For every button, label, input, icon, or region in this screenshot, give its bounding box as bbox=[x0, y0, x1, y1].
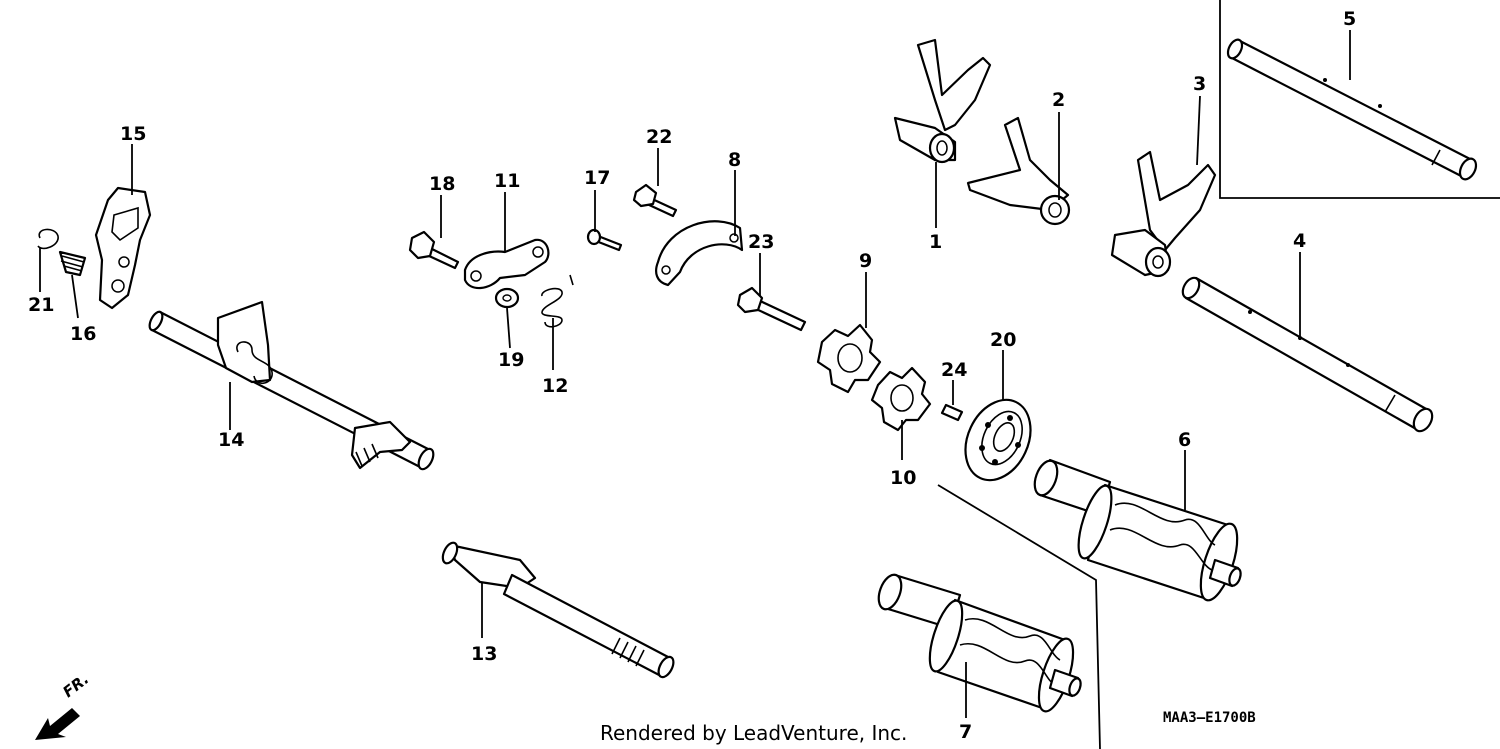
diagram-code: MAA3–E1700B bbox=[1163, 710, 1256, 726]
part-24-pin[interactable] bbox=[940, 403, 964, 422]
inset-frame-5 bbox=[1219, 0, 1500, 199]
front-indicator: FR. bbox=[35, 670, 92, 740]
callout-1: 1 bbox=[929, 231, 942, 253]
callout-16: 16 bbox=[70, 323, 96, 345]
callout-3: 3 bbox=[1193, 73, 1206, 95]
callout-13: 13 bbox=[471, 643, 497, 665]
callout-19: 19 bbox=[498, 349, 524, 371]
front-arrow-icon bbox=[35, 708, 80, 740]
callout-23: 23 bbox=[748, 231, 774, 253]
part-8-plate[interactable] bbox=[655, 220, 744, 287]
part-2-shift-fork[interactable] bbox=[966, 116, 1071, 226]
part-19-washer[interactable] bbox=[494, 287, 520, 309]
part-4-fork-shaft[interactable] bbox=[1179, 275, 1435, 434]
part-6-shift-drum[interactable] bbox=[1030, 458, 1244, 605]
leader-lines bbox=[39, 30, 1351, 718]
callout-24: 24 bbox=[941, 359, 967, 381]
callout-10: 10 bbox=[890, 467, 916, 489]
callout-12: 12 bbox=[542, 375, 568, 397]
credit-text: Rendered by LeadVenture, Inc. bbox=[600, 721, 907, 745]
part-13-shift-shaft[interactable] bbox=[440, 540, 677, 679]
part-22-bolt[interactable] bbox=[632, 183, 678, 218]
part-17-screw[interactable] bbox=[586, 228, 623, 252]
part-1-shift-fork[interactable] bbox=[893, 38, 992, 164]
callout-5: 5 bbox=[1343, 8, 1356, 30]
callout-18: 18 bbox=[429, 173, 455, 195]
callout-17: 17 bbox=[584, 167, 610, 189]
callout-labels: 1 2 3 4 5 6 7 8 9 10 11 12 13 14 15 16 1… bbox=[28, 8, 1356, 743]
part-5-fork-shaft[interactable] bbox=[1225, 37, 1479, 182]
callout-2: 2 bbox=[1052, 89, 1065, 111]
callout-22: 22 bbox=[646, 126, 672, 148]
callout-9: 9 bbox=[859, 250, 872, 272]
front-label: FR. bbox=[59, 670, 92, 701]
part-18-bolt[interactable] bbox=[408, 230, 460, 270]
part-23-bolt[interactable] bbox=[736, 286, 807, 332]
part-20-bearing[interactable] bbox=[953, 389, 1043, 490]
callout-15: 15 bbox=[120, 123, 146, 145]
part-16-spring[interactable] bbox=[58, 250, 87, 277]
part-21-clip[interactable] bbox=[37, 228, 59, 250]
part-7-shift-drum[interactable] bbox=[874, 572, 1082, 715]
inset-frame-7 bbox=[937, 484, 1101, 749]
part-15-plate[interactable] bbox=[94, 186, 152, 310]
callout-14: 14 bbox=[218, 429, 244, 451]
callout-7: 7 bbox=[959, 721, 972, 743]
callout-4: 4 bbox=[1293, 230, 1306, 252]
part-12-spring[interactable] bbox=[541, 274, 574, 328]
part-14-gearshift-spindle[interactable] bbox=[147, 300, 436, 472]
callout-20: 20 bbox=[990, 329, 1016, 351]
callout-6: 6 bbox=[1178, 429, 1191, 451]
part-3-shift-fork[interactable] bbox=[1110, 150, 1217, 278]
callout-21: 21 bbox=[28, 294, 54, 316]
part-10-plate[interactable] bbox=[870, 366, 932, 432]
callout-8: 8 bbox=[728, 149, 741, 171]
part-11-stopper-arm[interactable] bbox=[463, 238, 550, 290]
callout-11: 11 bbox=[494, 170, 520, 192]
part-9-drum-center[interactable] bbox=[816, 323, 882, 394]
